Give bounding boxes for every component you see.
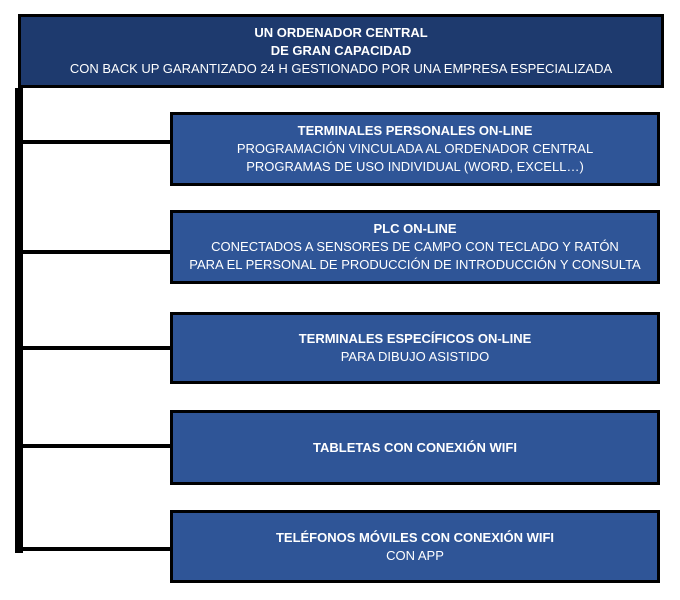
node-title: TABLETAS CON CONEXIÓN WIFI (313, 439, 517, 455)
connector-branch (15, 444, 171, 448)
node-line: PROGRAMACIÓN VINCULADA AL ORDENADOR CENT… (236, 141, 594, 156)
connector-branch (15, 547, 171, 551)
node-tablets: TABLETAS CON CONEXIÓN WIFI (170, 410, 660, 485)
node-title: TERMINALES ESPECÍFICOS ON-LINE (298, 331, 532, 346)
node-line: CONECTADOS A SENSORES DE CAMPO CON TECLA… (211, 239, 619, 254)
node-line: PROGRAMAS DE USO INDIVIDUAL (WORD, EXCEL… (246, 159, 584, 174)
connector-branch (15, 250, 171, 254)
node-mobile-phones: TELÉFONOS MÓVILES CON CONEXIÓN WIFI CON … (170, 510, 660, 583)
node-specific-terminals: TERMINALES ESPECÍFICOS ON-LINE PARA DIBU… (170, 312, 660, 384)
node-line: CON APP (386, 547, 444, 563)
node-line: PARA DIBUJO ASISTIDO (340, 349, 490, 364)
node-plc: PLC ON-LINE CONECTADOS A SENSORES DE CAM… (170, 210, 660, 284)
connector-branch (15, 140, 171, 144)
node-title: PLC ON-LINE (373, 221, 457, 236)
node-title: TERMINALES PERSONALES ON-LINE (297, 123, 533, 138)
node-title: TELÉFONOS MÓVILES CON CONEXIÓN WIFI (275, 529, 555, 545)
node-personal-terminals: TERMINALES PERSONALES ON-LINE PROGRAMACI… (170, 112, 660, 186)
connector-branch (15, 346, 171, 350)
connector-trunk (15, 88, 23, 553)
node-line: PARA EL PERSONAL DE PRODUCCIÓN DE INTROD… (189, 257, 641, 272)
central-title-line1: UN ORDENADOR CENTRAL (254, 25, 428, 40)
central-computer-box: UN ORDENADOR CENTRAL DE GRAN CAPACIDAD C… (18, 14, 664, 88)
central-subtitle: CON BACK UP GARANTIZADO 24 H GESTIONADO … (69, 61, 613, 76)
central-title-line2: DE GRAN CAPACIDAD (270, 43, 412, 58)
